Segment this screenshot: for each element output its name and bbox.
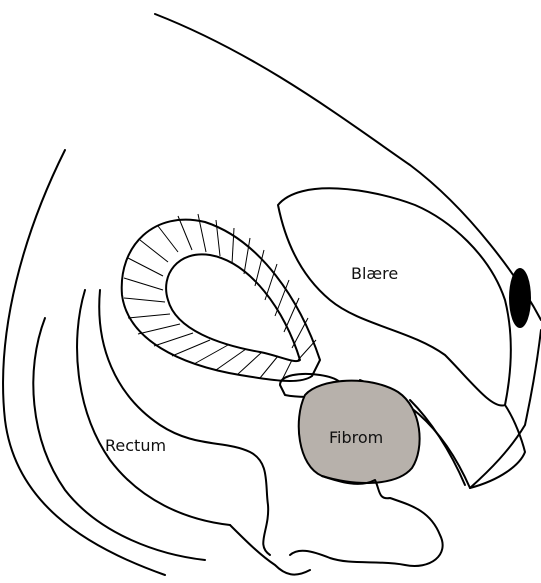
abdominal-wall-outline	[155, 14, 541, 320]
rectum-label: Rectum	[105, 436, 166, 455]
bladder-label: Blære	[351, 264, 398, 283]
pubic-bone-front-line	[470, 330, 541, 488]
pubic-bone-icon	[509, 268, 531, 328]
lower-pelvic-contour	[290, 476, 443, 566]
pubic-bone-back-line	[470, 405, 525, 488]
fibroid-label: Fibrom	[329, 428, 383, 447]
uterine-cavity	[166, 254, 300, 361]
perineum-line	[230, 525, 310, 575]
